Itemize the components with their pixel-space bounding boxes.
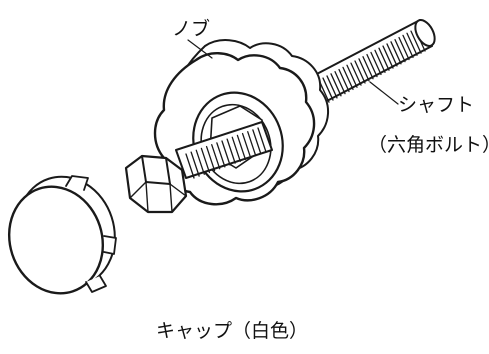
thread-line <box>247 131 257 157</box>
thread-line <box>354 60 366 84</box>
thread-line <box>322 77 334 101</box>
knob-label: ノブ <box>172 18 211 40</box>
knob-leader-line <box>187 39 213 59</box>
bolt-shank <box>175 121 273 179</box>
thread-line <box>200 147 211 174</box>
thread-line <box>410 30 422 54</box>
thread-line <box>390 41 402 65</box>
thread-line <box>370 51 382 76</box>
thread-line <box>195 149 205 175</box>
thread-line <box>241 132 252 159</box>
thread-line <box>402 34 414 59</box>
thread-line <box>216 142 226 168</box>
thread-line <box>338 68 350 93</box>
cap-tab-right <box>103 235 117 255</box>
thread-line <box>226 138 236 164</box>
cap-tab-top <box>65 175 89 191</box>
thread-line <box>221 140 231 166</box>
thread-line <box>205 145 216 172</box>
cap <box>7 175 117 295</box>
cap-label: キャップ（白色） <box>156 320 309 342</box>
thread-line <box>350 62 362 86</box>
thread-line <box>257 127 267 153</box>
shaft-note-label: （六角ボルト） <box>368 134 489 156</box>
thread-line <box>185 153 195 179</box>
thread-line <box>362 56 374 80</box>
thread-line <box>406 32 418 56</box>
thread-line <box>342 66 354 91</box>
thread-line <box>330 73 342 97</box>
thread-line <box>190 151 200 177</box>
thread-line <box>366 53 378 78</box>
thread-line <box>211 144 221 170</box>
thread-line <box>398 36 410 61</box>
thread-line <box>394 39 406 63</box>
shaft-label: シャフト <box>398 94 475 116</box>
thread-line <box>334 71 346 95</box>
thread-line <box>346 64 358 88</box>
thread-line <box>231 136 241 162</box>
thread-line <box>374 49 386 73</box>
thread-line <box>252 129 262 155</box>
cap-tab-bottom <box>85 275 107 293</box>
thread-line <box>326 75 338 99</box>
thread-line <box>378 47 390 71</box>
thread-line <box>236 134 247 161</box>
cap-front-face <box>7 185 105 295</box>
hex-bolt-head <box>124 154 188 214</box>
shaft-leader-line <box>369 81 399 105</box>
thread-line <box>386 43 398 67</box>
thread-line <box>358 58 370 82</box>
thread-line <box>382 45 394 69</box>
